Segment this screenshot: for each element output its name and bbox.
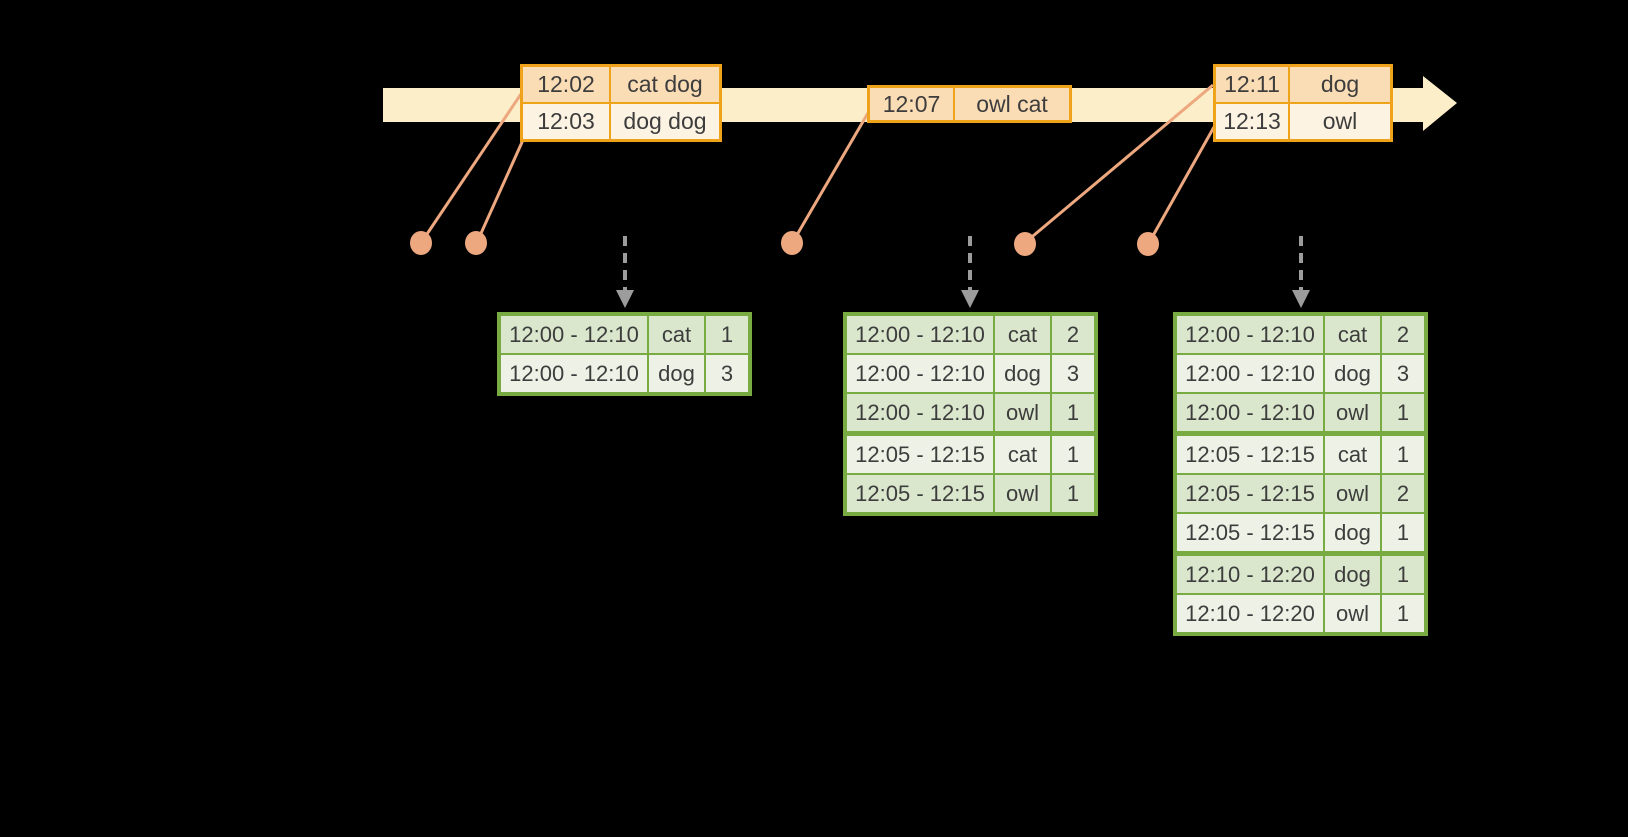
result-row: 12:05 - 12:15 owl 2 — [1177, 475, 1424, 512]
event-words-cell: cat dog — [611, 67, 719, 102]
result-count-cell: 1 — [1382, 436, 1424, 473]
connector-line — [1026, 83, 1214, 243]
result-word-cell: cat — [1325, 316, 1380, 353]
result-word-cell: owl — [995, 394, 1050, 431]
event-table-1: 12:02 cat dog 12:03 dog dog — [520, 64, 722, 142]
event-dot — [1137, 232, 1159, 256]
result-word-cell: owl — [995, 475, 1050, 512]
result-window-cell: 12:05 - 12:15 — [847, 475, 993, 512]
result-count-cell: 1 — [706, 316, 748, 353]
result-row: 12:00 - 12:10 owl 1 — [1177, 394, 1424, 431]
result-word-cell: dog — [995, 355, 1050, 392]
result-window-cell: 12:05 - 12:15 — [1177, 514, 1323, 551]
result-window-cell: 12:05 - 12:15 — [1177, 475, 1323, 512]
result-count-cell: 1 — [1382, 595, 1424, 632]
event-table-2: 12:07 owl cat — [867, 85, 1072, 123]
result-word-cell: dog — [1325, 556, 1380, 593]
result-word-cell: dog — [649, 355, 704, 392]
result-window-cell: 12:00 - 12:10 — [501, 355, 647, 392]
result-word-cell: cat — [995, 436, 1050, 473]
timeline-arrowhead-icon — [1423, 76, 1457, 131]
result-count-cell: 3 — [706, 355, 748, 392]
result-word-cell: dog — [1325, 514, 1380, 551]
result-row: 12:00 - 12:10 dog 3 — [501, 355, 748, 392]
result-count-cell: 1 — [1382, 394, 1424, 431]
result-word-cell: cat — [649, 316, 704, 353]
event-words-cell: dog — [1290, 67, 1390, 102]
connector-line — [792, 112, 870, 241]
result-row: 12:00 - 12:10 dog 3 — [847, 355, 1094, 392]
result-count-cell: 1 — [1382, 514, 1424, 551]
result-count-cell: 3 — [1052, 355, 1094, 392]
result-window-cell: 12:00 - 12:10 — [1177, 394, 1323, 431]
result-table-2: 12:00 - 12:10 cat 2 12:00 - 12:10 dog 3 … — [843, 312, 1098, 516]
event-words-cell: dog dog — [611, 104, 719, 139]
result-count-cell: 2 — [1382, 475, 1424, 512]
result-word-cell: owl — [1325, 475, 1380, 512]
result-window-cell: 12:05 - 12:15 — [1177, 436, 1323, 473]
event-dot — [1014, 232, 1036, 256]
result-row: 12:05 - 12:15 owl 1 — [847, 475, 1094, 512]
event-dot — [781, 231, 803, 255]
result-row: 12:05 - 12:15 cat 1 — [847, 436, 1094, 473]
result-word-cell: owl — [1325, 595, 1380, 632]
result-row: 12:10 - 12:20 owl 1 — [1177, 595, 1424, 632]
connector-line — [1148, 126, 1216, 242]
result-window-cell: 12:00 - 12:10 — [847, 316, 993, 353]
result-word-cell: cat — [1325, 436, 1380, 473]
result-window-cell: 12:05 - 12:15 — [847, 436, 993, 473]
trigger-arrowhead-icon — [616, 290, 634, 308]
result-table-1: 12:00 - 12:10 cat 1 12:00 - 12:10 dog 3 — [497, 312, 752, 396]
result-count-cell: 3 — [1382, 355, 1424, 392]
event-dot — [410, 231, 432, 255]
result-row: 12:10 - 12:20 dog 1 — [1177, 556, 1424, 593]
result-word-cell: owl — [1325, 394, 1380, 431]
result-window-cell: 12:00 - 12:10 — [501, 316, 647, 353]
result-count-cell: 1 — [1052, 475, 1094, 512]
event-time-cell: 12:11 — [1216, 67, 1288, 102]
event-time-cell: 12:07 — [870, 88, 953, 120]
result-row: 12:00 - 12:10 cat 1 — [501, 316, 748, 353]
result-window-cell: 12:00 - 12:10 — [1177, 316, 1323, 353]
result-row: 12:00 - 12:10 cat 2 — [847, 316, 1094, 353]
result-window-cell: 12:10 - 12:20 — [1177, 595, 1323, 632]
event-table-3: 12:11 dog 12:13 owl — [1213, 64, 1393, 142]
result-row: 12:00 - 12:10 owl 1 — [847, 394, 1094, 431]
trigger-arrowhead-icon — [1292, 290, 1310, 308]
connector-line — [421, 93, 523, 241]
result-row: 12:05 - 12:15 dog 1 — [1177, 514, 1424, 551]
result-count-cell: 1 — [1052, 394, 1094, 431]
result-window-cell: 12:00 - 12:10 — [847, 394, 993, 431]
trigger-arrowhead-icon — [961, 290, 979, 308]
result-row: 12:00 - 12:10 cat 2 — [1177, 316, 1424, 353]
event-dot — [465, 231, 487, 255]
event-time-cell: 12:03 — [523, 104, 609, 139]
event-time-cell: 12:13 — [1216, 104, 1288, 139]
connector-line — [476, 139, 525, 241]
result-count-cell: 1 — [1382, 556, 1424, 593]
result-word-cell: cat — [995, 316, 1050, 353]
result-count-cell: 1 — [1052, 436, 1094, 473]
result-window-cell: 12:00 - 12:10 — [847, 355, 993, 392]
result-table-3: 12:00 - 12:10 cat 2 12:00 - 12:10 dog 3 … — [1173, 312, 1428, 636]
result-count-cell: 2 — [1382, 316, 1424, 353]
result-count-cell: 2 — [1052, 316, 1094, 353]
result-window-cell: 12:10 - 12:20 — [1177, 556, 1323, 593]
event-words-cell: owl — [1290, 104, 1390, 139]
result-row: 12:00 - 12:10 dog 3 — [1177, 355, 1424, 392]
event-words-cell: owl cat — [955, 88, 1069, 120]
result-row: 12:05 - 12:15 cat 1 — [1177, 436, 1424, 473]
result-window-cell: 12:00 - 12:10 — [1177, 355, 1323, 392]
result-word-cell: dog — [1325, 355, 1380, 392]
event-time-cell: 12:02 — [523, 67, 609, 102]
